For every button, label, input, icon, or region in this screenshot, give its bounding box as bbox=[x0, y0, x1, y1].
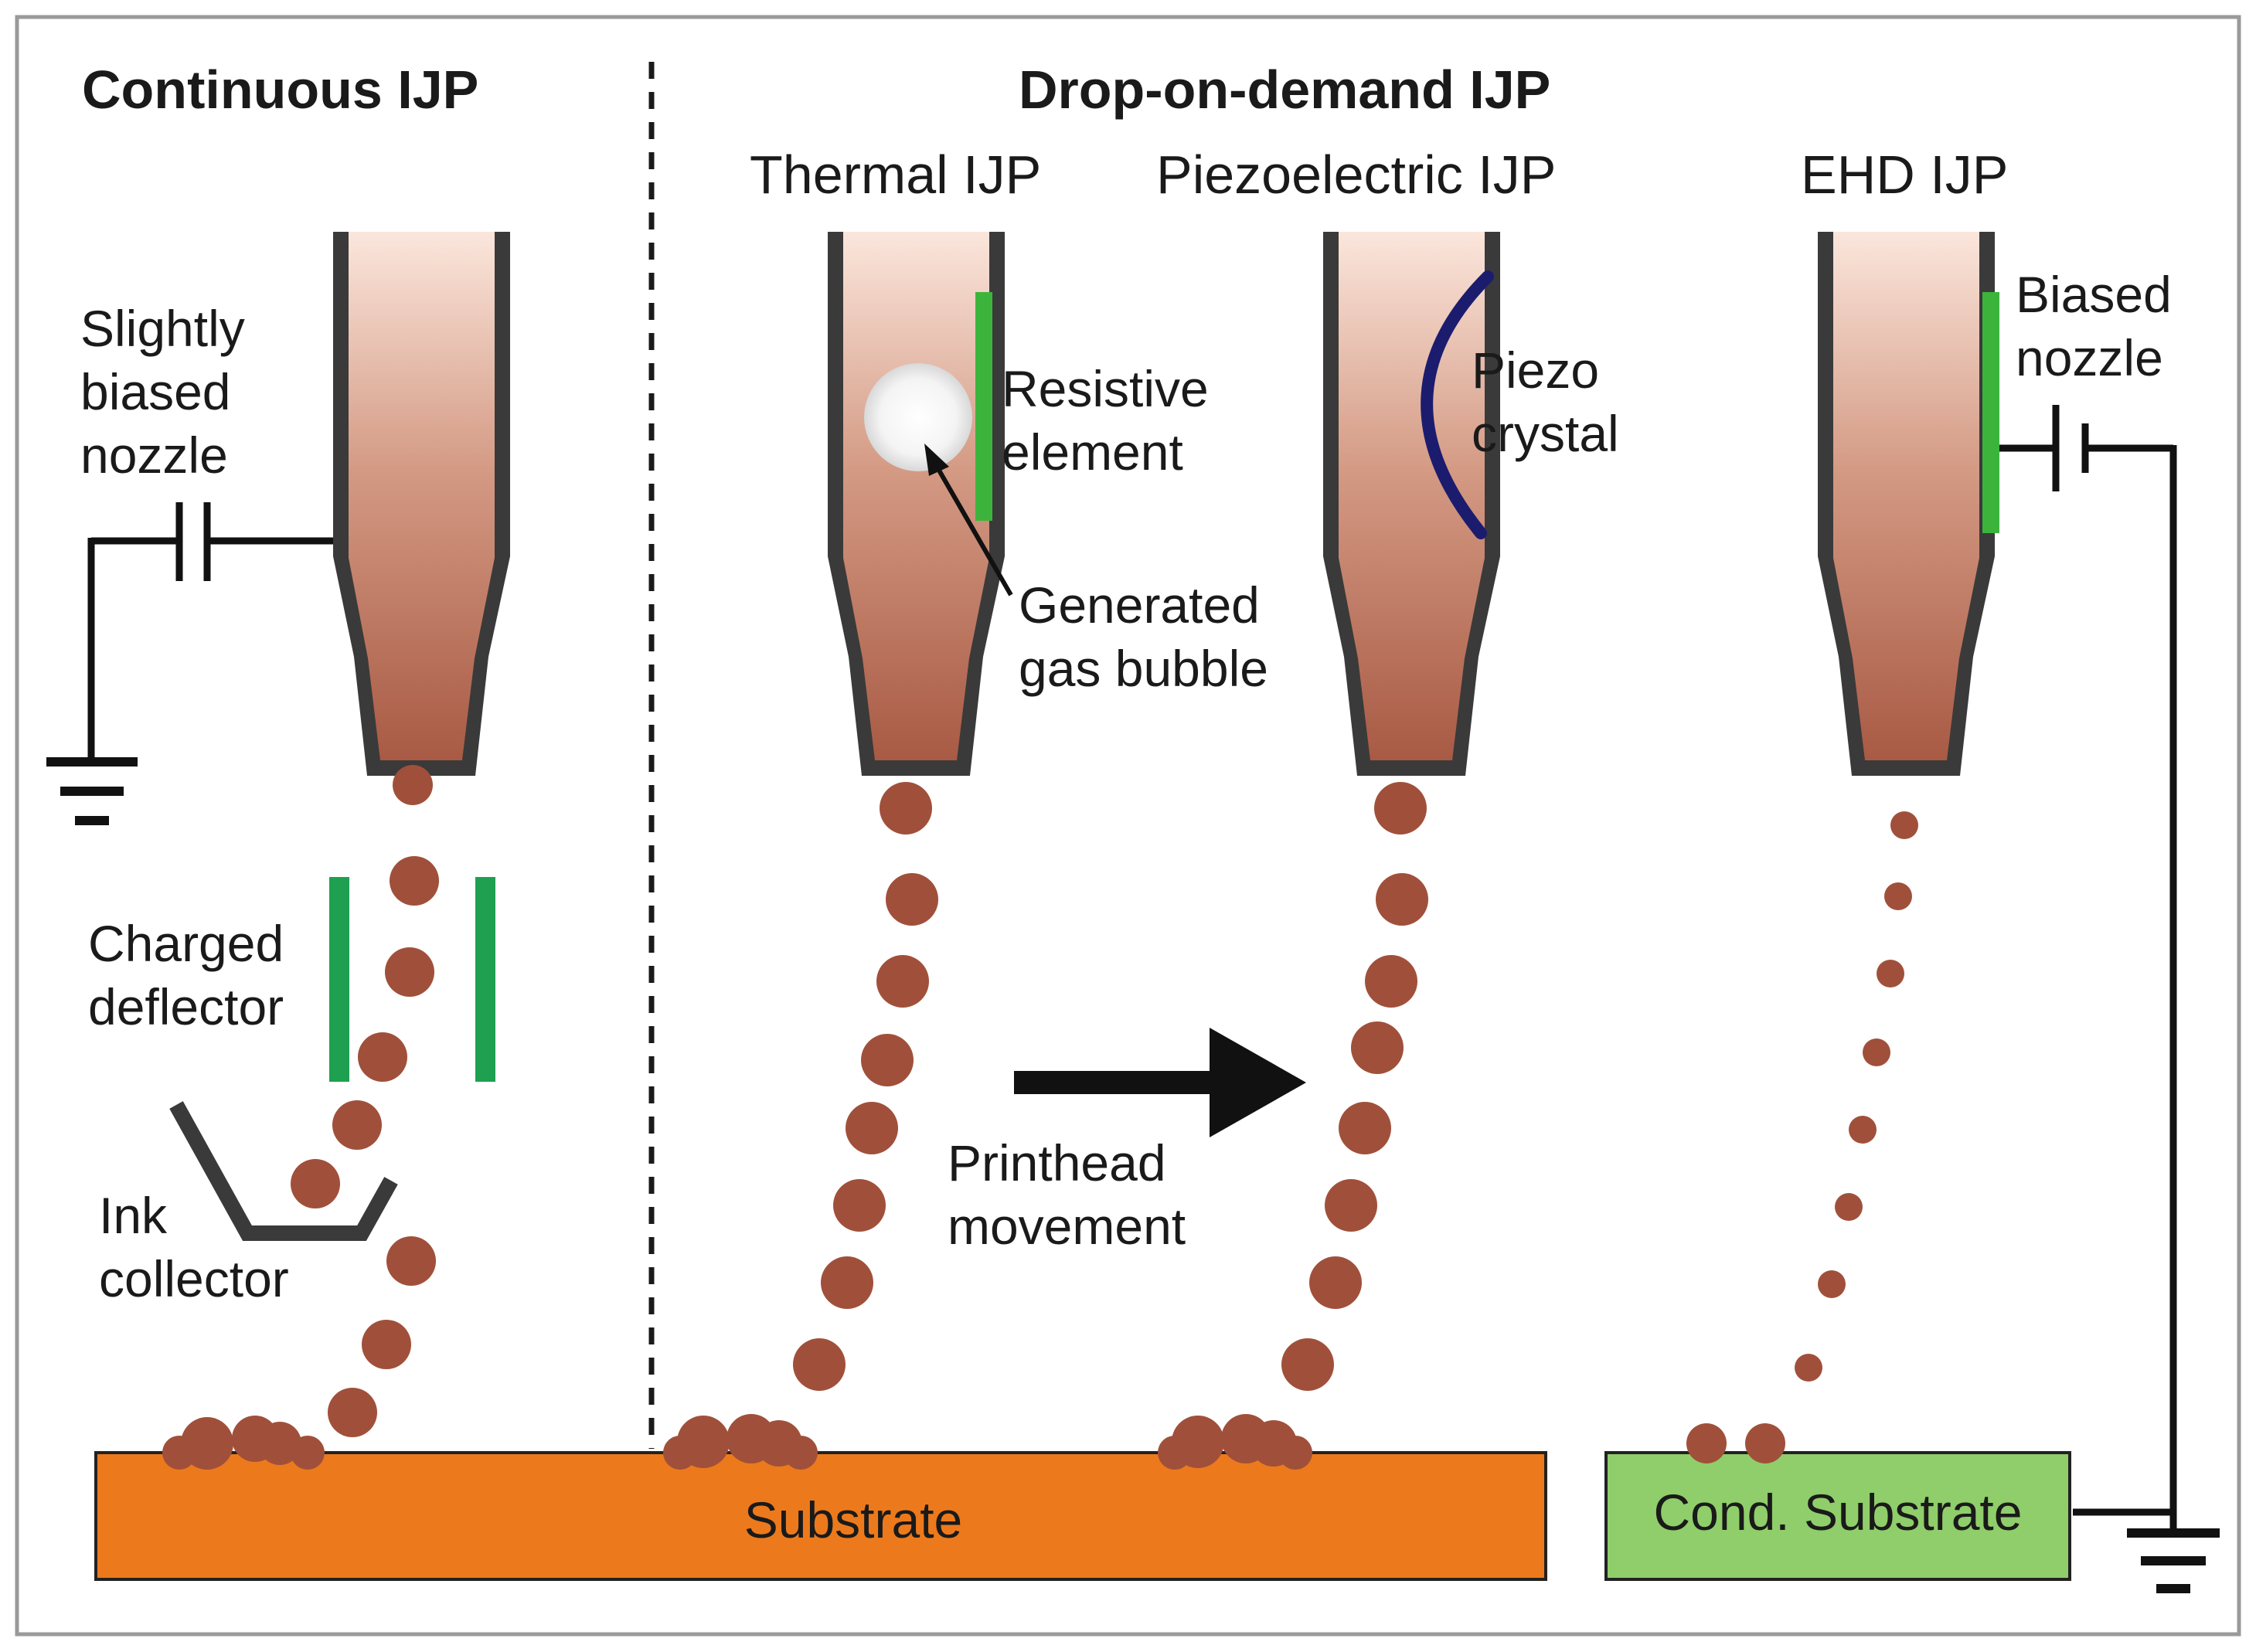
ink-drop-thermal-12 bbox=[663, 1436, 697, 1470]
ink-drop-thermal-3 bbox=[876, 955, 929, 1008]
ink-drop-continuous-13 bbox=[162, 1436, 196, 1470]
deflector-plate-right bbox=[475, 877, 495, 1082]
label-piezo-line1: Piezo bbox=[1472, 342, 1599, 399]
label-resistive-line1: Resistive bbox=[1002, 360, 1209, 417]
label-slightly-line3: nozzle bbox=[80, 427, 228, 484]
circuit-continuous bbox=[87, 502, 333, 761]
ink-drop-thermal-7 bbox=[821, 1256, 873, 1309]
label-ink-line1: Ink bbox=[99, 1187, 168, 1244]
ground-symbol-left bbox=[46, 757, 138, 825]
label-slightly-biased-nozzle: Slightly biased nozzle bbox=[80, 300, 245, 484]
ink-drop-ehd-3 bbox=[1877, 960, 1904, 987]
label-bubble-line1: Generated bbox=[1019, 576, 1260, 634]
ink-drop-ehd-4 bbox=[1863, 1038, 1890, 1066]
nozzle-piezoelectric bbox=[1323, 232, 1500, 776]
ink-drop-continuous-8 bbox=[362, 1320, 411, 1369]
ink-drop-thermal-4 bbox=[861, 1034, 914, 1086]
label-printhead-line2: movement bbox=[948, 1198, 1186, 1255]
bubble-pointer-arrow bbox=[924, 444, 1013, 597]
ink-drop-continuous-7 bbox=[386, 1236, 436, 1286]
circuit-ehd bbox=[1999, 405, 2177, 1530]
label-biased-nozzle: Biased nozzle bbox=[2016, 266, 2172, 386]
ink-drop-ehd-8 bbox=[1795, 1354, 1822, 1382]
label-slightly-line2: biased bbox=[80, 363, 231, 420]
label-slightly-line1: Slightly bbox=[80, 300, 245, 357]
ink-drop-piezo-3 bbox=[1365, 955, 1417, 1008]
subtitle-thermal: Thermal IJP bbox=[750, 144, 1041, 205]
label-biased-line1: Biased bbox=[2016, 266, 2172, 323]
ink-drop-ehd-5 bbox=[1849, 1116, 1877, 1144]
ink-drop-continuous-14 bbox=[291, 1436, 325, 1470]
printhead-movement-arrow bbox=[1014, 1028, 1306, 1137]
ink-drops bbox=[162, 765, 1918, 1470]
cond-substrate-label: Cond. Substrate bbox=[1654, 1484, 2023, 1541]
title-drop-on-demand: Drop-on-demand IJP bbox=[1019, 59, 1550, 120]
piezo-crystal bbox=[1421, 270, 1494, 539]
ink-drop-continuous-6 bbox=[291, 1159, 340, 1208]
label-bubble-line2: gas bubble bbox=[1019, 640, 1268, 697]
ink-drop-thermal-8 bbox=[793, 1338, 846, 1391]
substrate bbox=[94, 1451, 1547, 1581]
ink-drop-ehd-1 bbox=[1890, 811, 1918, 839]
ink-drop-thermal-1 bbox=[880, 782, 932, 834]
ink-drop-continuous-1 bbox=[393, 765, 433, 805]
ink-drop-ehd-6 bbox=[1835, 1193, 1863, 1221]
label-piezo-crystal: Piezo crystal bbox=[1472, 342, 1619, 462]
ink-collector bbox=[169, 1101, 398, 1241]
ink-drop-ehd-9 bbox=[1686, 1423, 1727, 1463]
label-printhead-movement: Printhead movement bbox=[948, 1134, 1186, 1255]
ink-drop-ehd-7 bbox=[1818, 1270, 1846, 1298]
ink-drop-continuous-3 bbox=[385, 947, 434, 997]
label-charged-line2: deflector bbox=[88, 978, 284, 1035]
resistive-element bbox=[975, 292, 992, 521]
ink-drop-thermal-13 bbox=[784, 1436, 818, 1470]
nozzle-ehd bbox=[1818, 232, 1995, 776]
ink-drop-piezo-5 bbox=[1339, 1102, 1391, 1154]
label-ink-collector: Ink collector bbox=[99, 1187, 289, 1307]
title-continuous: Continuous IJP bbox=[82, 59, 478, 120]
subtitle-ehd: EHD IJP bbox=[1801, 144, 2008, 205]
ink-drop-piezo-7 bbox=[1309, 1256, 1362, 1309]
ink-drop-ehd-2 bbox=[1884, 882, 1912, 910]
ehd-electrode bbox=[1982, 292, 1999, 533]
label-charged-line1: Charged bbox=[88, 915, 284, 972]
conductive-substrate bbox=[1604, 1451, 2071, 1581]
ink-drop-piezo-2 bbox=[1376, 873, 1428, 926]
ink-drop-thermal-5 bbox=[846, 1102, 898, 1154]
label-resistive-line2: element bbox=[1002, 423, 1183, 481]
ink-drop-thermal-2 bbox=[886, 873, 938, 926]
subtitle-piezoelectric: Piezoelectric IJP bbox=[1156, 144, 1556, 205]
ink-drop-piezo-13 bbox=[1278, 1436, 1312, 1470]
gas-bubble bbox=[864, 363, 972, 471]
ink-drop-piezo-12 bbox=[1158, 1436, 1192, 1470]
substrate-label: Substrate bbox=[744, 1491, 963, 1548]
ink-drop-continuous-4 bbox=[358, 1032, 407, 1082]
label-printhead-line1: Printhead bbox=[948, 1134, 1166, 1191]
label-gas-bubble: Generated gas bubble bbox=[1019, 576, 1268, 697]
nozzle-thermal bbox=[828, 232, 1005, 776]
label-biased-line2: nozzle bbox=[2016, 329, 2163, 386]
ink-drop-ehd-10 bbox=[1745, 1423, 1785, 1463]
ink-drop-piezo-8 bbox=[1281, 1338, 1334, 1391]
label-resistive-element: Resistive element bbox=[1002, 360, 1209, 481]
label-charged-deflector: Charged deflector bbox=[88, 915, 284, 1035]
label-ink-line2: collector bbox=[99, 1250, 289, 1307]
ink-drop-continuous-9 bbox=[328, 1388, 377, 1437]
nozzle-continuous bbox=[333, 232, 510, 776]
ink-drop-piezo-6 bbox=[1325, 1179, 1377, 1232]
ink-drop-piezo-4 bbox=[1351, 1021, 1404, 1074]
ink-drop-continuous-5 bbox=[332, 1100, 382, 1150]
ground-symbol-right bbox=[2127, 1528, 2220, 1593]
ink-drop-continuous-12 bbox=[258, 1422, 301, 1465]
deflector-plate-left bbox=[329, 877, 349, 1082]
label-piezo-line2: crystal bbox=[1472, 405, 1619, 462]
ink-drop-continuous-2 bbox=[390, 856, 439, 906]
ink-drop-thermal-6 bbox=[833, 1179, 886, 1232]
ink-drop-piezo-1 bbox=[1374, 782, 1427, 834]
